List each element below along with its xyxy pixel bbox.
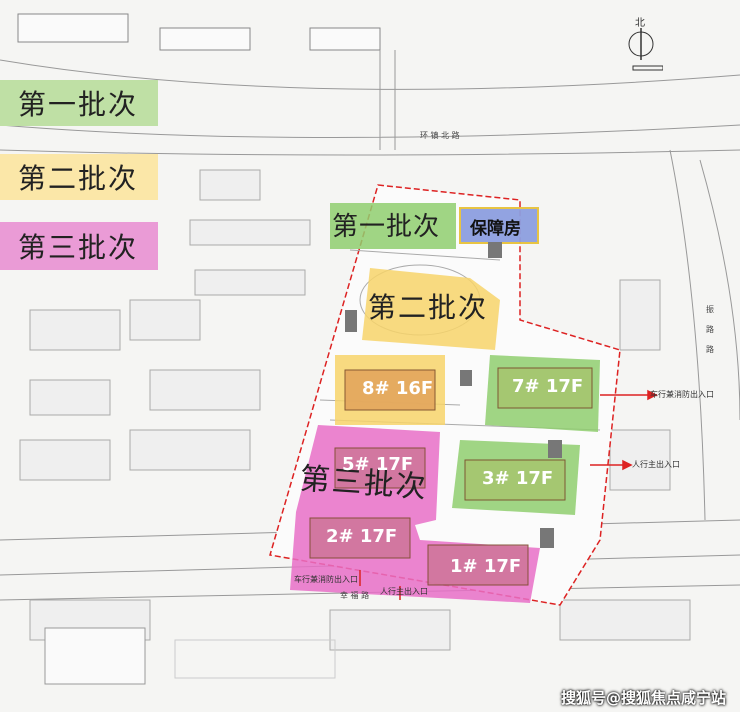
entry-label-pedestrian-east: 人行主出入口 <box>632 460 680 469</box>
north-label: 北 <box>635 18 645 29</box>
legend-batch3: 第三批次 <box>0 222 158 270</box>
map-label-baozhangfang: 保障房 <box>470 219 521 239</box>
road-label-east: 振 路 路 <box>706 305 714 354</box>
map-label-batch1: 第一批次 <box>332 212 441 242</box>
road-label-north: 环 镇 北 路 <box>420 131 460 140</box>
road-label-south: 幸 福 路 <box>340 591 370 600</box>
watermark: 搜狐号@搜狐焦点咸宁站 <box>560 689 726 707</box>
map-label-batch2: 第二批次 <box>368 291 489 324</box>
north-arrow-icon: 北 <box>623 14 663 74</box>
building-label-1: 1# 17F <box>450 556 522 577</box>
entry-label-pedestrian-south: 人行主出入口 <box>380 587 428 596</box>
building-label-5: 5# 17F <box>342 454 414 475</box>
building-label-7: 7# 17F <box>512 376 584 397</box>
entry-label-vehicle-south: 车行兼消防出入口 <box>294 575 358 584</box>
building-label-3: 3# 17F <box>482 468 554 489</box>
entry-label-vehicle-east: 车行兼消防出入口 <box>650 390 714 399</box>
legend-batch1: 第一批次 <box>0 80 158 126</box>
legend-batch2: 第二批次 <box>0 154 158 200</box>
building-label-2: 2# 17F <box>326 526 398 547</box>
batch1-block <box>330 203 456 249</box>
building-label-8: 8# 16F <box>362 378 434 399</box>
batch2-block <box>335 268 500 425</box>
